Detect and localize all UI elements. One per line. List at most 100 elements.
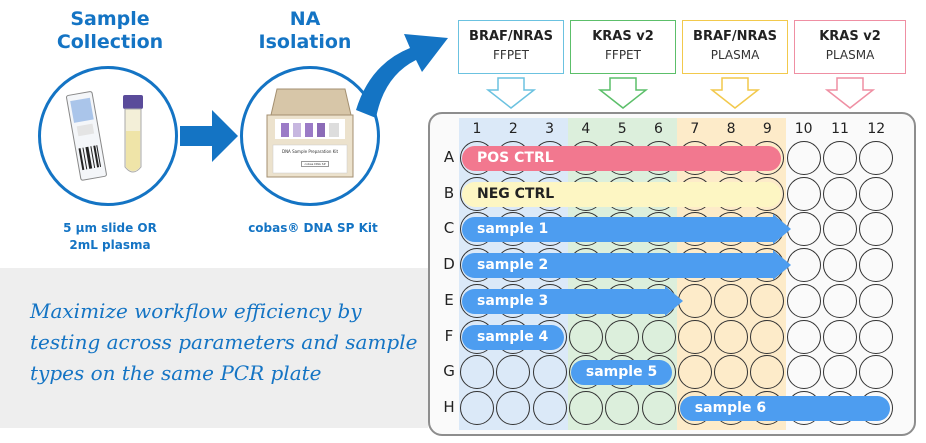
well [714,355,749,390]
kit-box-icon [266,88,354,178]
well [714,283,749,318]
legend-assay: KRAS v2 [819,29,881,44]
column-number: 9 [762,121,772,137]
kit-box-small-label: cobas DNA SP [301,161,329,167]
lane-label: sample 5 [585,364,658,381]
lane-arrowhead-icon [773,214,792,245]
lane-bar: sample 1 [462,217,774,243]
well [460,355,494,390]
well [859,248,894,283]
legend-assay: BRAF/NRAS [693,29,777,44]
column-number: 3 [545,121,555,137]
lane-label: sample 6 [694,399,767,416]
well [786,319,821,354]
well [823,355,857,390]
sample-collection-title-line2: Collection [56,31,164,53]
legend-assay: KRAS v2 [592,29,654,44]
lane-label: sample 3 [477,292,549,309]
curved-arrow-icon [356,34,448,118]
row-letter: H [443,397,455,416]
well [532,390,567,425]
legend-braf-nras-plasma: BRAF/NRAS PLASMA [682,20,788,74]
column-number: 10 [794,121,813,137]
well [496,355,531,390]
well [605,390,640,425]
tagline: Maximize workflow efficiency by testing … [30,299,418,385]
lane-bar: NEG CTRL [462,181,782,207]
sample-collection-title-line1: Sample [70,8,150,30]
well [496,390,531,425]
sample-collection-caption-line1: 5 µm slide OR [63,221,157,235]
legend-braf-nras-ffpet: BRAF/NRAS FFPET [458,20,564,74]
legend-assay: BRAF/NRAS [469,29,553,44]
row-letter: G [443,362,455,381]
well [641,319,676,354]
row-letter: B [443,183,455,202]
well [859,141,894,175]
well [750,283,785,318]
column-number: 2 [508,121,518,137]
well [750,355,785,390]
well [568,390,603,425]
legend-sample-type: PLASMA [825,48,875,62]
well [859,212,894,247]
well [532,355,567,390]
sample-collection-title: Sample Collection [40,8,180,54]
slide-and-tube-icon [66,91,143,181]
sample-collection-caption-line2: 2mL plasma [69,238,151,252]
legend-sample-type: PLASMA [710,48,760,62]
lane-arrowhead-icon [773,250,792,281]
well [605,319,640,354]
column-number: 5 [617,121,627,137]
well [786,248,821,283]
well [786,283,821,318]
tagline-band [0,268,428,428]
row-letter: A [443,148,455,166]
lane-label: sample 1 [477,221,549,238]
column-number: 11 [831,121,849,137]
lane-label: sample 4 [477,328,549,345]
na-isolation-title-line1: NA [289,8,321,30]
na-isolation-caption: cobas® DNA SP Kit [248,221,378,235]
well [641,390,676,425]
lane-bar: sample 2 [462,253,774,279]
sample-collection-circle [38,66,178,206]
na-isolation-circle: DNA Sample Preparation Kit cobas DNA SP [240,66,380,206]
row-letter: D [443,255,455,274]
legend-kras-plasma: KRAS v2 PLASMA [794,20,906,74]
lane-bar: POS CTRL [462,146,782,171]
row-letter: F [444,326,454,345]
well [823,176,857,211]
arrow-right-icon [180,110,238,162]
column-number: 7 [690,121,700,137]
lane-arrowhead-icon [664,285,683,316]
column-number: 1 [472,121,482,137]
na-isolation-title: NA Isolation [250,8,360,54]
well [859,176,894,211]
lane-label: sample 2 [477,257,549,274]
well [714,319,749,354]
well [823,141,857,175]
well [750,319,785,354]
lane-bar: sample 5 [570,360,673,386]
row-letter: C [443,219,455,238]
kit-box-label: DNA Sample Preparation Kit [281,149,339,154]
well [568,319,603,354]
lane-label: NEG CTRL [477,185,555,202]
column-number: 12 [867,121,886,137]
legend-sample-type: FFPET [493,48,529,62]
well [859,319,894,354]
legend-sample-type: FFPET [605,48,641,62]
down-arrow-icon [485,77,876,109]
na-isolation-title-line2: Isolation [258,31,352,53]
well [823,248,857,283]
lane-bar: sample 3 [462,288,665,314]
legend-kras-ffpet: KRAS v2 FFPET [570,20,676,74]
row-letter: E [444,290,454,309]
column-number: 8 [726,121,736,137]
well [823,212,857,247]
column-number: 6 [654,121,663,137]
lane-bar: sample 6 [679,395,891,421]
well [823,319,857,354]
well [460,390,494,425]
